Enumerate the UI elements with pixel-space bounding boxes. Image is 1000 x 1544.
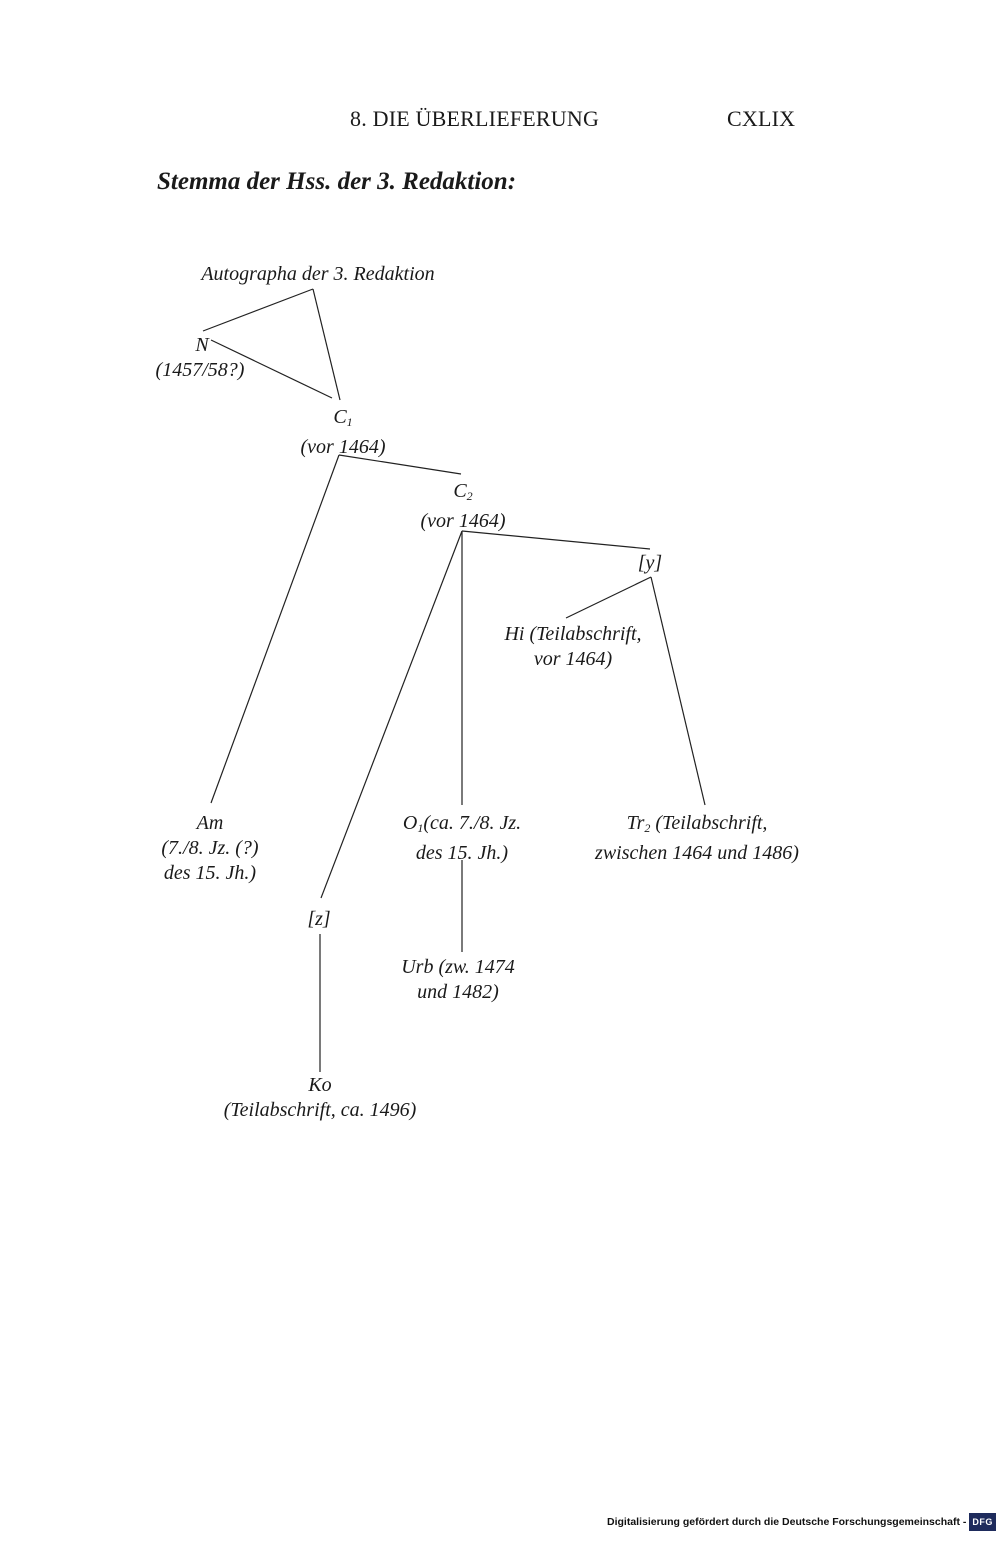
- node-c2-letter: C: [453, 480, 467, 502]
- node-c1-date: (vor 1464): [300, 436, 386, 458]
- node-o1-letter: O: [402, 812, 418, 834]
- node-z-label: [z]: [307, 908, 331, 930]
- node-y: [y]: [625, 551, 675, 576]
- node-hi-label: Hi (Teilabschrift,: [504, 623, 642, 645]
- node-c1-letter: C: [333, 406, 347, 428]
- edge-n-c1: [210, 339, 333, 399]
- node-am-label: Am: [196, 812, 224, 834]
- node-tr2-sub: 2: [644, 821, 651, 835]
- node-tr2-desc: (Teilabschrift,: [650, 812, 768, 834]
- node-o1-date: (ca. 7./8. Jz.: [423, 812, 522, 834]
- diagram-title: Stemma der Hss. der 3. Redaktion:: [157, 168, 517, 195]
- node-autographa: Autographa der 3. Redaktion: [200, 262, 436, 287]
- node-hi: Hi (Teilabschrift, vor 1464): [490, 622, 656, 672]
- edge-c2-y: [461, 530, 651, 550]
- node-tr2-date: zwischen 1464 und 1486): [595, 842, 799, 864]
- node-o1-date-cont: des 15. Jh.): [415, 842, 509, 864]
- node-o1-sub: 1: [417, 821, 424, 835]
- page-number: CXLIX: [727, 106, 796, 131]
- node-ko: Ko (Teilabschrift, ca. 1496): [220, 1073, 420, 1123]
- node-c2-label: C2: [403, 479, 523, 509]
- edge-c1-am: [210, 454, 340, 804]
- node-hi-date: vor 1464): [533, 648, 613, 670]
- node-urb-label: Urb (zw. 1474: [401, 956, 515, 978]
- node-c1-label: C1: [283, 405, 403, 435]
- node-y-label: [y]: [637, 552, 663, 574]
- node-ko-date: (Teilabschrift, ca. 1496): [223, 1099, 417, 1121]
- node-am: Am (7./8. Jz. (?) des 15. Jh.): [145, 811, 275, 886]
- node-o1-label: O1(ca. 7./8. Jz.: [382, 811, 542, 841]
- node-z: [z]: [294, 907, 344, 932]
- edge-autographa-c1: [312, 288, 341, 401]
- node-tr2-label: Tr2 (Teilabschrift,: [590, 811, 804, 841]
- node-ko-label: Ko: [308, 1074, 332, 1096]
- node-c2-date: (vor 1464): [420, 510, 506, 532]
- running-head: 8. DIE ÜBERLIEFERUNG: [350, 106, 600, 131]
- node-n-label: N: [195, 334, 209, 356]
- node-am-date: (7./8. Jz. (?): [161, 837, 259, 859]
- node-tr2: Tr2 (Teilabschrift, zwischen 1464 und 14…: [590, 811, 804, 866]
- footer-text: Digitalisierung gefördert durch die Deut…: [607, 1515, 967, 1528]
- node-urb: Urb (zw. 1474 und 1482): [383, 955, 533, 1005]
- node-am-date-cont: des 15. Jh.): [163, 862, 257, 884]
- node-c2: C2 (vor 1464): [403, 479, 523, 534]
- node-n: N (1457/58?): [150, 333, 250, 383]
- edge-y-tr2: [650, 576, 706, 806]
- footer-credit: Digitalisierung gefördert durch die Deut…: [607, 1513, 996, 1531]
- node-n-date: (1457/58?): [155, 359, 245, 381]
- node-autographa-label: Autographa der 3. Redaktion: [201, 263, 435, 285]
- edge-c2-z: [320, 530, 463, 899]
- edge-c1-c2: [338, 454, 462, 475]
- node-c2-sub: 2: [466, 489, 473, 503]
- node-c1-sub: 1: [346, 415, 353, 429]
- edge-autographa-n: [202, 288, 314, 332]
- node-o1: O1(ca. 7./8. Jz. des 15. Jh.): [382, 811, 542, 866]
- dfg-logo: DFG: [969, 1513, 996, 1531]
- node-urb-date: und 1482): [417, 981, 499, 1003]
- node-tr2-letter: Tr: [626, 812, 645, 834]
- edge-y-hi: [565, 576, 652, 619]
- node-c1: C1 (vor 1464): [283, 405, 403, 460]
